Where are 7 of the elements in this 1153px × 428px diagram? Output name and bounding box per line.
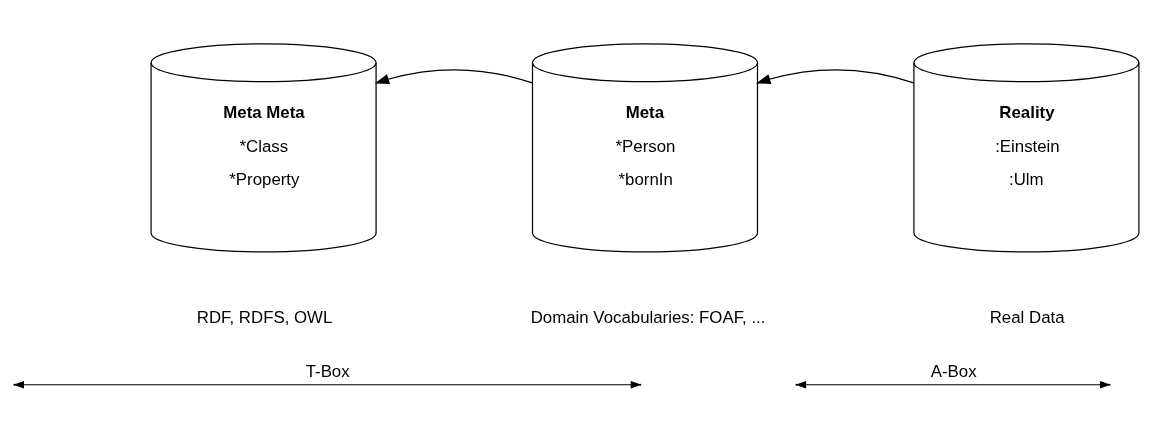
node-label: Real Data <box>989 307 1065 327</box>
node-label: Domain Vocabularies: FOAF, ... <box>530 307 766 327</box>
label: A-Box <box>930 361 977 381</box>
arrow <box>756 68 915 84</box>
node-label: RDF, RDFS, OWL <box>196 307 333 327</box>
arrow <box>374 68 533 84</box>
label: T-Box <box>305 361 350 381</box>
